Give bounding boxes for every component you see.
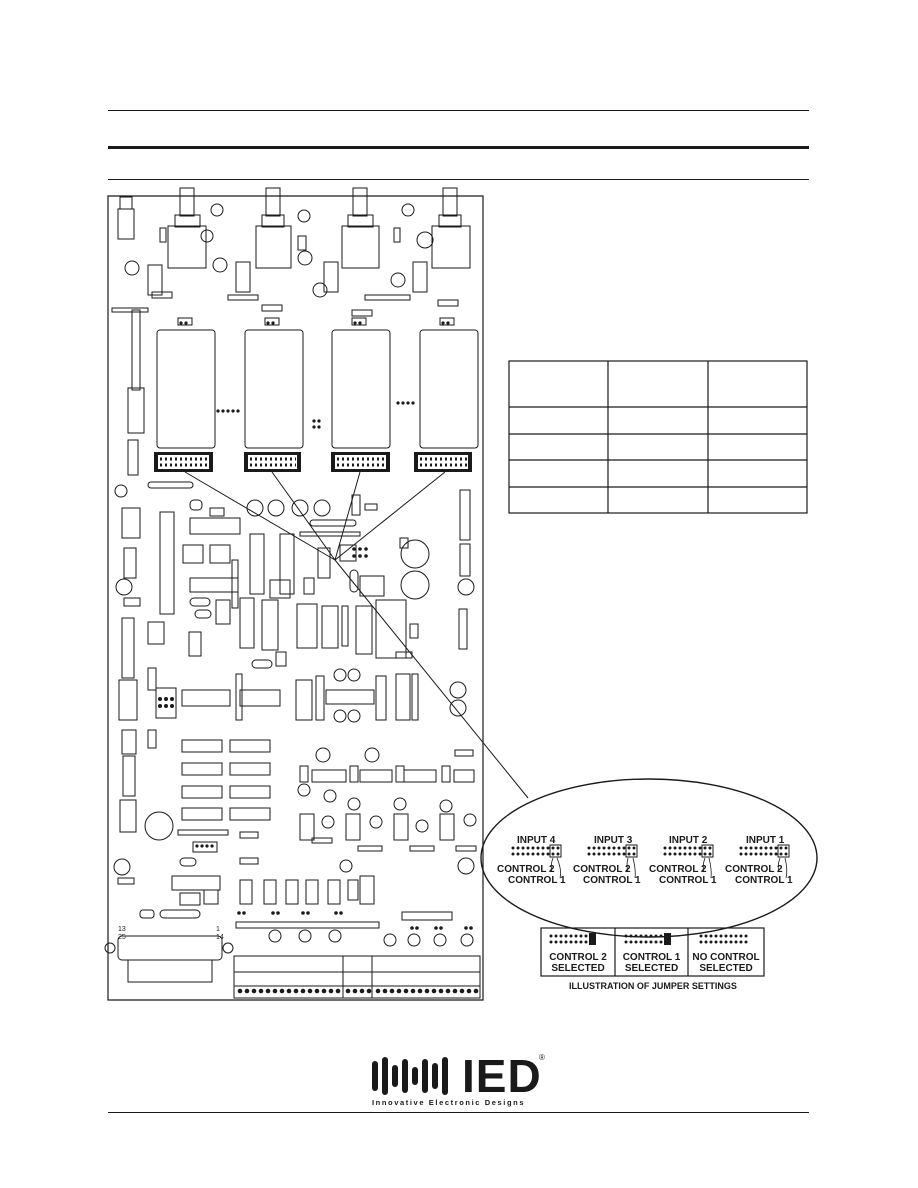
control-1-selected-line2: SELECTED bbox=[624, 963, 679, 974]
no-control-selected-line1: NO CONTROL bbox=[692, 952, 760, 963]
pin-1-label: 1 bbox=[216, 926, 220, 933]
jumper-settings-box bbox=[540, 927, 765, 977]
leader-lines bbox=[184, 471, 529, 799]
pin-14-label: 14 bbox=[216, 934, 224, 941]
jumper-settings-caption: ILLUSTRATION OF JUMPER SETTINGS bbox=[569, 981, 737, 991]
logo-tagline: Innovative Electronic Designs bbox=[372, 1098, 526, 1107]
ied-logo: IED ® Innovative Electronic Designs bbox=[372, 1053, 548, 1109]
input-4-control-1-label: CONTROL 1 bbox=[508, 875, 566, 886]
input-1-control-2-label: CONTROL 2 bbox=[725, 864, 783, 875]
bottom-rule bbox=[108, 1112, 809, 1113]
input-1-label: INPUT 1 bbox=[746, 835, 785, 846]
pin-25-label: 25 bbox=[118, 934, 126, 941]
logo-wordmark: IED bbox=[462, 1050, 542, 1102]
top-rule-thin bbox=[108, 110, 809, 111]
input-4-control-2-label: CONTROL 2 bbox=[497, 864, 555, 875]
input-jack-3 bbox=[255, 187, 292, 269]
terminal-screws bbox=[237, 988, 479, 994]
pin-13-label: 13 bbox=[118, 926, 126, 933]
top-rule-thick bbox=[108, 146, 809, 149]
logo-registered-mark: ® bbox=[539, 1053, 545, 1062]
input-2-label: INPUT 2 bbox=[669, 835, 708, 846]
jumper-detail-ellipse bbox=[480, 778, 818, 938]
input-1-control-1-label: CONTROL 1 bbox=[735, 875, 793, 886]
ied-logo-mark bbox=[372, 1057, 448, 1095]
board-outline bbox=[107, 195, 484, 1001]
relay-4 bbox=[156, 329, 216, 449]
input-3-control-1-label: CONTROL 1 bbox=[583, 875, 641, 886]
db25-connector bbox=[117, 935, 223, 961]
control-2-selected-label: CONTROL 2 SELECTED bbox=[541, 952, 615, 974]
control-1-selected-label: CONTROL 1 SELECTED bbox=[615, 952, 688, 974]
control-2-selected-line2: SELECTED bbox=[551, 963, 605, 974]
input-4-label: INPUT 4 bbox=[517, 835, 556, 846]
relay-1 bbox=[419, 329, 479, 449]
input-3-label: INPUT 3 bbox=[594, 835, 633, 846]
relay-2 bbox=[331, 329, 391, 449]
control-1-selected-line1: CONTROL 1 bbox=[622, 952, 681, 963]
input-jack-1 bbox=[431, 187, 471, 269]
no-control-selected-label: NO CONTROL SELECTED bbox=[688, 952, 764, 974]
input-3-control-2-label: CONTROL 2 bbox=[573, 864, 631, 875]
input-2-control-2-label: CONTROL 2 bbox=[649, 864, 707, 875]
terminal-strip bbox=[233, 955, 481, 999]
top-rule-lower bbox=[108, 179, 809, 180]
no-control-selected-line2: SELECTED bbox=[699, 963, 753, 974]
relay-3 bbox=[244, 329, 304, 449]
control-2-selected-line1: CONTROL 2 bbox=[549, 952, 607, 963]
small-pin-headers bbox=[158, 321, 473, 930]
input-jack-4 bbox=[167, 187, 207, 269]
ellipse-pointer-lines bbox=[550, 857, 788, 879]
input-jack-2 bbox=[341, 187, 380, 269]
settings-table bbox=[508, 360, 808, 514]
ellipse-jumper-headers bbox=[511, 844, 790, 858]
input-2-control-1-label: CONTROL 1 bbox=[659, 875, 717, 886]
